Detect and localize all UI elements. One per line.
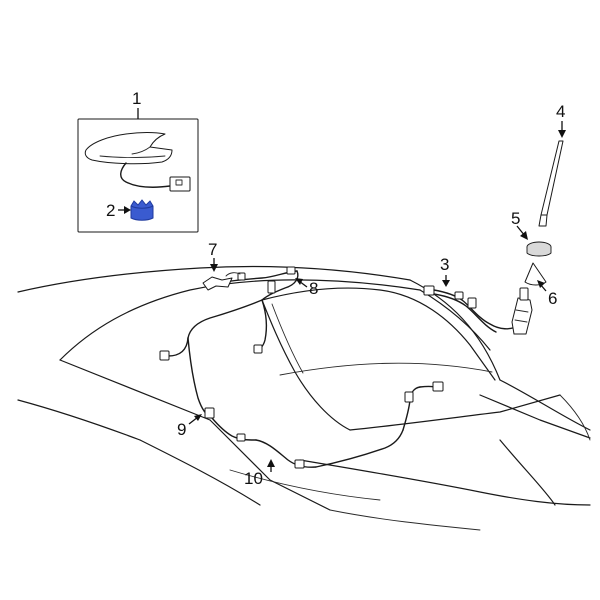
antenna-wire-harness — [159, 266, 444, 469]
callout-5: 5 — [511, 209, 528, 240]
callout-4: 4 — [556, 102, 566, 138]
callout-number-1: 1 — [132, 89, 141, 108]
bezel-part-6[interactable] — [524, 262, 547, 286]
callout-number-2: 2 — [106, 201, 115, 220]
callout-number-4: 4 — [556, 102, 565, 121]
nut-part-5[interactable] — [526, 241, 552, 257]
callout-10: 10 — [244, 459, 275, 488]
callout-1: 1 — [132, 89, 141, 119]
callout-number-5: 5 — [511, 209, 520, 228]
callout-9: 9 — [177, 414, 202, 439]
callout-7: 7 — [208, 240, 218, 272]
callout-6: 6 — [537, 280, 557, 308]
callout-number-6: 6 — [548, 289, 557, 308]
detail-box-1 — [77, 118, 199, 233]
callout-number-3: 3 — [440, 255, 449, 274]
callout-number-7: 7 — [208, 240, 217, 259]
antenna-mast-part-4[interactable] — [538, 140, 564, 227]
antenna-cable-part-3[interactable] — [423, 285, 533, 335]
antenna-pad-part-2[interactable] — [130, 199, 154, 221]
callout-number-10: 10 — [244, 469, 263, 488]
callout-3: 3 — [440, 255, 450, 287]
callout-2: 2 — [106, 201, 131, 220]
callout-8: 8 — [295, 278, 318, 298]
callout-number-9: 9 — [177, 420, 186, 439]
callout-number-8: 8 — [309, 279, 318, 298]
car-body-outline — [17, 265, 591, 531]
